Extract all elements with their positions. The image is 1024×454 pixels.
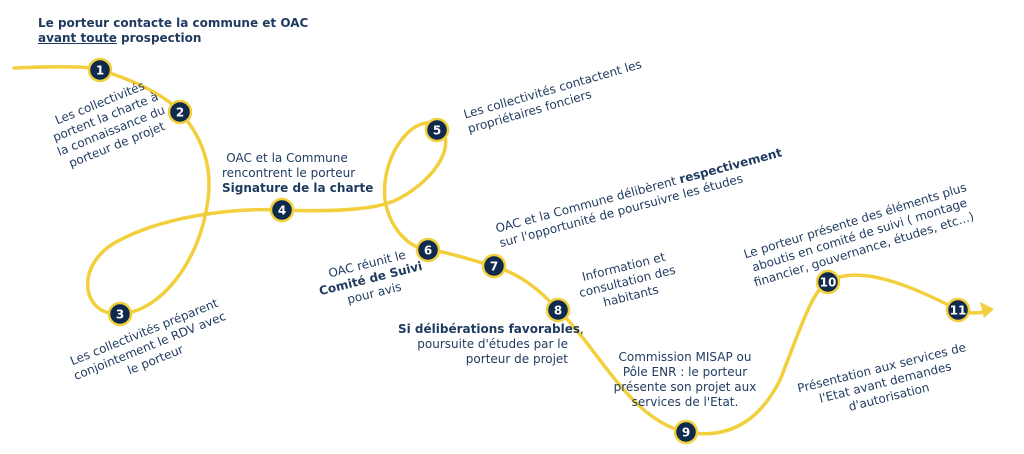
step-1-marker: 1 <box>87 57 113 83</box>
step-2-circle <box>167 99 193 125</box>
step-8-number: 8 <box>554 304 562 318</box>
step-5-number: 5 <box>433 124 441 138</box>
step-7-number: 7 <box>490 260 498 274</box>
step-6-marker: 6 <box>415 237 441 263</box>
step-11-circle <box>945 297 971 323</box>
step-11-marker: 11 <box>945 297 971 323</box>
step-1-line-1: Le porteur contacte la commune et OAC <box>38 16 309 30</box>
step-5-marker: 5 <box>424 117 450 143</box>
process-path <box>12 64 992 436</box>
step-2-marker: 2 <box>167 99 193 125</box>
step-4-circle <box>269 197 295 223</box>
step-7-marker: 7 <box>481 253 507 279</box>
step-1-number: 1 <box>96 64 104 78</box>
step-3-number: 3 <box>116 308 124 322</box>
step-5-circle <box>424 117 450 143</box>
step-4-label: OAC et la Commune rencontrent le porteur… <box>222 151 374 195</box>
step-11-number: 11 <box>950 304 967 318</box>
step-10-marker: 10 <box>815 269 841 295</box>
step-6-circle <box>415 237 441 263</box>
step-7-circle <box>481 253 507 279</box>
step-9-circle <box>673 419 699 445</box>
step-2-number: 2 <box>176 106 184 120</box>
step-1-label: Le porteur contacte la commune et OAC av… <box>38 16 308 46</box>
step-9-number: 9 <box>682 426 690 440</box>
step-3-marker: 3 <box>107 301 133 327</box>
step-1-circle <box>87 57 113 83</box>
step-10-number: 10 <box>820 276 837 290</box>
step-9-label: Commission MISAP ou Pôle ENR : le porteu… <box>613 350 757 409</box>
step-6-number: 6 <box>424 244 432 258</box>
step-10-circle <box>815 269 841 295</box>
step-3-circle <box>107 301 133 327</box>
step-8-label: Si délibérations favorables, poursuite d… <box>398 322 584 366</box>
step-4-number: 4 <box>278 204 286 218</box>
arrow-head-icon <box>980 302 994 318</box>
step-9-marker: 9 <box>673 419 699 445</box>
step-4-marker: 4 <box>269 197 295 223</box>
step-8-circle <box>545 297 571 323</box>
step-8-marker: 8 <box>545 297 571 323</box>
step-1-emphasis: avant toute <box>38 31 117 45</box>
step-1-line-2: prospection <box>116 31 202 45</box>
